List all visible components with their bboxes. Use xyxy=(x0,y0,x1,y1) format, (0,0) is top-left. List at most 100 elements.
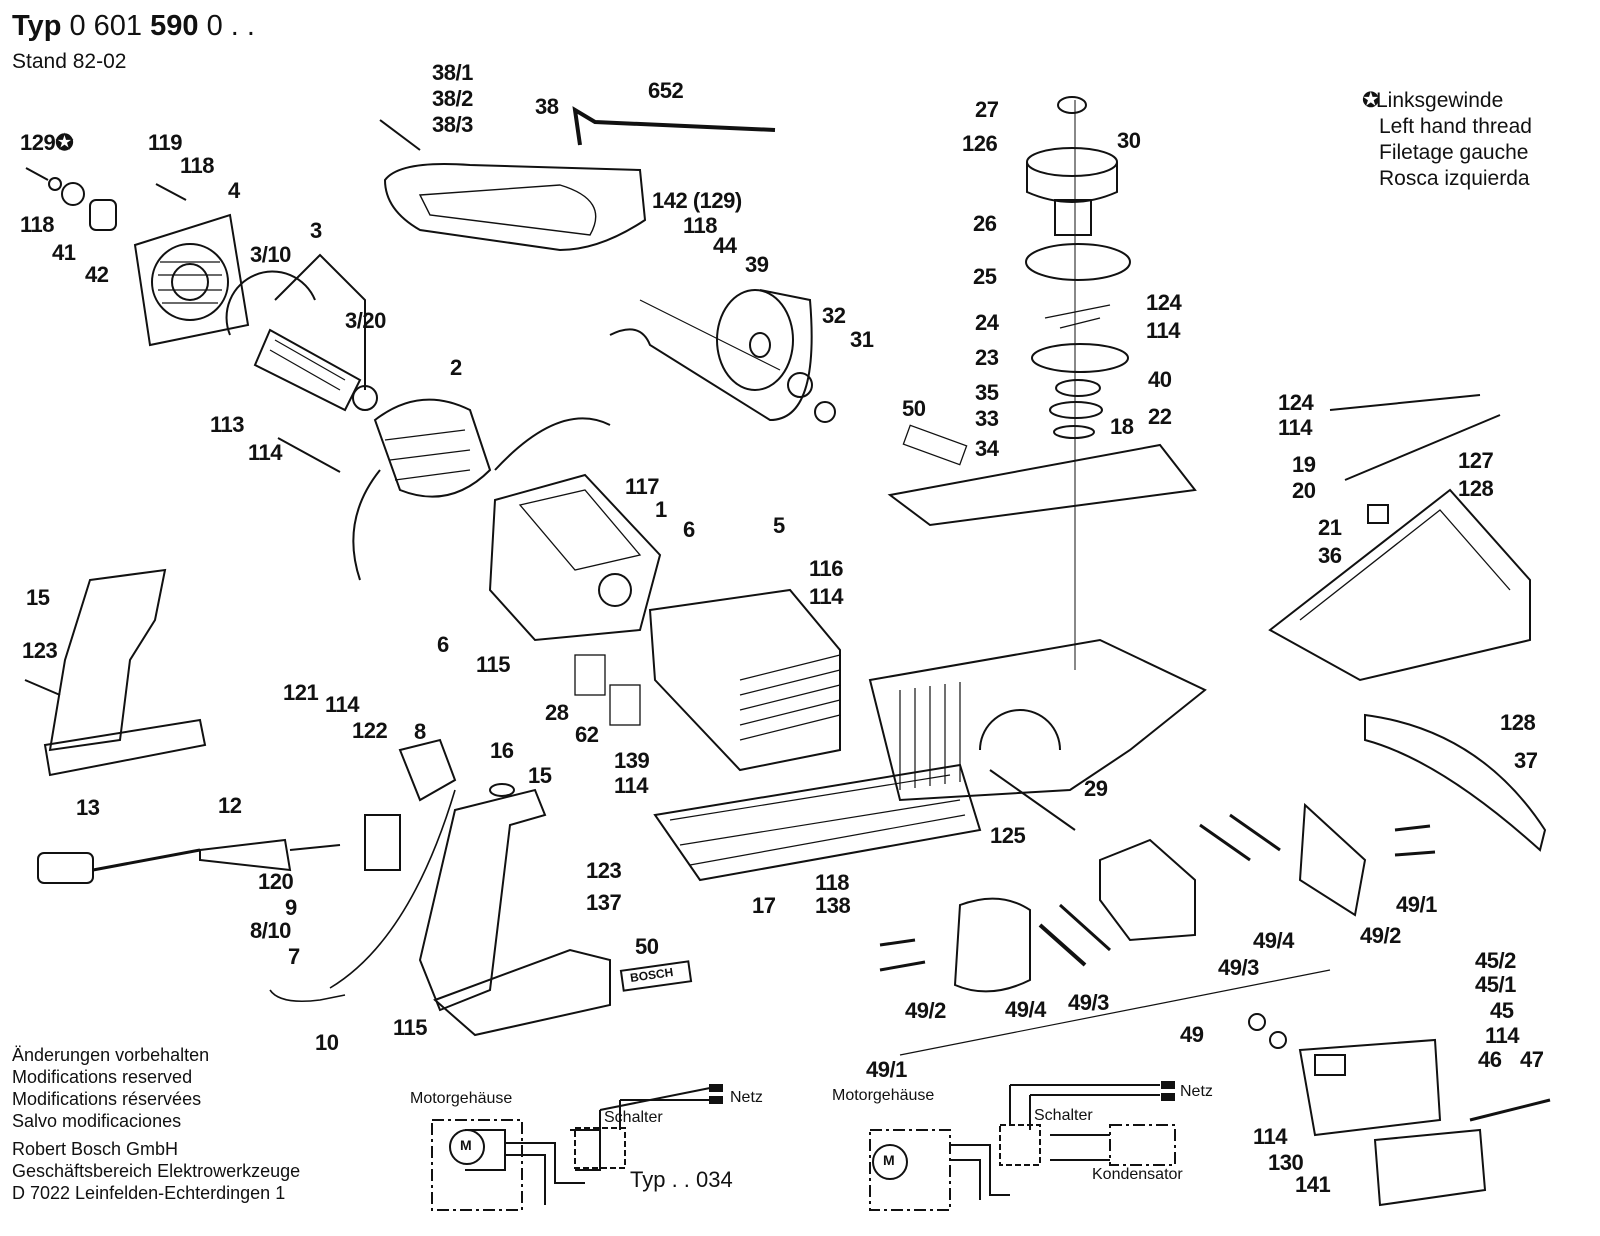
part-number-callout: 29 xyxy=(1084,776,1108,801)
part-number-callout: 124 xyxy=(1146,290,1182,315)
scale-plate-part xyxy=(887,443,1197,527)
fan-nut-parts xyxy=(25,167,187,231)
part-number-callout: 49/3 xyxy=(1218,955,1259,980)
part-number-callout: 16 xyxy=(490,738,514,763)
part-number-callout: 120 xyxy=(258,869,294,894)
part-number-callout: 15 xyxy=(528,763,552,788)
part-number-callout: 3/10 xyxy=(250,242,291,267)
part-number-callout: 9 xyxy=(285,895,297,920)
part-number-callout: 7 xyxy=(288,944,300,969)
legend-line: Linksgewinde xyxy=(1376,89,1504,112)
planer-body-part xyxy=(868,638,1207,831)
cutter-block-part xyxy=(879,802,1436,1056)
part-number-callout: 113 xyxy=(210,412,245,437)
part-number-callout: 45 xyxy=(1490,998,1514,1023)
type-number-title: Typ 0 601 590 0 . . xyxy=(12,10,255,43)
part-number-callout: 127 xyxy=(1458,448,1494,473)
cover-part xyxy=(648,588,841,772)
switch-plate-part xyxy=(1248,1013,1551,1207)
part-number-callout: 115 xyxy=(476,652,511,677)
hex-key-part xyxy=(572,106,776,146)
part-number-callout: 49/1 xyxy=(866,1057,907,1082)
capacitor-label: Kondensator xyxy=(1092,1166,1183,1183)
part-number-callout: 46 xyxy=(1478,1047,1502,1072)
mains-label: Netz xyxy=(730,1089,763,1106)
part-number-callout: 130 xyxy=(1268,1150,1304,1175)
part-number-callout: 25 xyxy=(973,264,997,289)
part-number-callout: 21 xyxy=(1318,515,1342,540)
part-number-callout: 49/4 xyxy=(1253,928,1294,953)
part-number-callout: 128 xyxy=(1500,710,1536,735)
legend-line: Left hand thread xyxy=(1379,115,1532,138)
part-number-callout: 40 xyxy=(1148,367,1172,392)
part-number-callout: 114 xyxy=(1253,1124,1288,1149)
part-number-callout: 138 xyxy=(815,893,851,918)
part-number-callout: 49/3 xyxy=(1068,990,1109,1015)
part-number-callout: 2 xyxy=(450,355,462,380)
notice-line: Salvo modificaciones xyxy=(12,1111,182,1131)
part-number-callout: 6 xyxy=(683,517,695,542)
part-number-callout: 118 xyxy=(180,153,215,178)
legend-line: Rosca izquierda xyxy=(1379,167,1530,190)
thread-legend: ✪Linksgewinde Left hand thread Filetage … xyxy=(1362,88,1532,192)
part-number-callout: 62 xyxy=(575,722,599,747)
part-number-callout: 1 xyxy=(655,497,667,522)
guide-part xyxy=(1364,713,1547,852)
part-number-callout: 17 xyxy=(752,893,776,918)
part-number-callout: 50 xyxy=(902,396,926,421)
field-coil-part xyxy=(352,398,611,581)
motor-housing-part xyxy=(488,473,662,642)
part-number-callout: 129✪ xyxy=(20,130,74,155)
part-number-callout: 27 xyxy=(975,97,999,122)
motor-housing-label: Motorgehäuse xyxy=(832,1087,935,1104)
part-number-callout: 36 xyxy=(1318,543,1342,568)
part-number-callout: 45/2 xyxy=(1475,948,1516,973)
part-number-callout: 30 xyxy=(1117,128,1141,153)
left-hand-thread-icon: ✪ xyxy=(1362,89,1380,112)
base-plate-part xyxy=(653,763,982,882)
part-number-callout: 12 xyxy=(218,793,242,818)
end-shield-part xyxy=(133,213,250,347)
part-number-callout: 119 xyxy=(148,130,183,155)
typ-number-a: 0 601 xyxy=(69,10,143,42)
part-number-callout: 45/1 xyxy=(1475,972,1516,997)
revision-stand: Stand 82-02 xyxy=(12,50,127,73)
part-number-callout: 49/1 xyxy=(1396,892,1437,917)
label-plate-62 xyxy=(609,684,641,726)
switch-handle-part xyxy=(269,738,611,1037)
part-number-callout: 115 xyxy=(393,1015,428,1040)
label-plate-28 xyxy=(574,654,606,696)
part-number-callout: 652 xyxy=(648,78,684,103)
part-number-callout: 121 xyxy=(283,680,319,705)
part-number-callout: 28 xyxy=(545,700,569,725)
motor-housing-label: Motorgehäuse xyxy=(410,1090,513,1107)
motor-symbol: M xyxy=(460,1137,472,1153)
part-number-callout: 123 xyxy=(586,858,622,883)
label-plate-50 xyxy=(902,424,968,466)
part-number-callout: 3 xyxy=(310,218,322,243)
depth-adjust-knob-stack xyxy=(1025,96,1131,670)
part-number-callout: 139 xyxy=(614,748,650,773)
part-number-callout: 10 xyxy=(315,1030,339,1055)
legend-line: Filetage gauche xyxy=(1379,141,1529,164)
part-number-callout: 22 xyxy=(1148,404,1172,429)
part-number-callout: 125 xyxy=(990,823,1026,848)
typ-number-b: 590 xyxy=(150,10,199,42)
part-number-callout: 49 xyxy=(1180,1022,1204,1047)
power-cord-part xyxy=(37,838,341,884)
part-number-callout: 122 xyxy=(352,718,388,743)
part-number-callout: 38/1 xyxy=(432,60,473,85)
part-number-callout: 32 xyxy=(822,303,846,328)
part-number-callout: 142 (129) xyxy=(652,188,742,213)
part-number-callout: 8/10 xyxy=(250,918,291,943)
part-number-callout: 44 xyxy=(713,233,737,258)
part-number-callout: 23 xyxy=(975,345,999,370)
part-number-callout: 4 xyxy=(228,178,240,203)
part-number-callout: 6 xyxy=(437,632,449,657)
part-number-callout: 31 xyxy=(850,327,874,352)
part-number-callout: 124 xyxy=(1278,390,1314,415)
part-number-callout: 38/2 xyxy=(432,86,473,111)
footer-notice: Änderungen vorbehalten Modifications res… xyxy=(12,1044,300,1204)
mains-label: Netz xyxy=(1180,1083,1213,1100)
